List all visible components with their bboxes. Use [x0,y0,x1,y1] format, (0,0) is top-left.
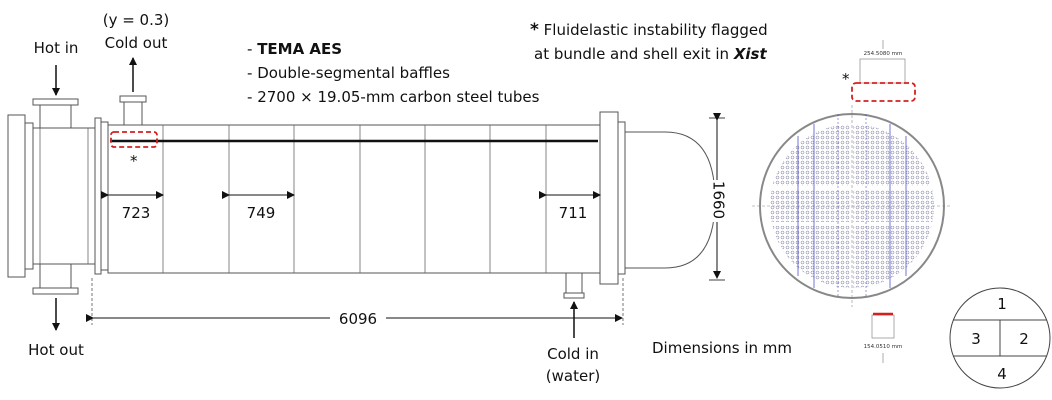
note-star: * [530,20,539,40]
shell-inlet-nozzle [871,314,895,339]
channel-flange [24,122,34,270]
cold-in-label: Cold in [547,345,599,363]
top-nozzle-label: 254.5080 mm [864,51,903,57]
channel-cover-flange [7,114,26,278]
note-line-1: * Fluidelastic instability flagged [530,20,768,40]
bottom-nozzle-label: 154.0510 mm [864,344,903,350]
cold-out-nozzle-flange [119,95,147,103]
flow-arrows [52,57,578,338]
window-label-2: 2 [1019,330,1029,348]
window-label-1: 1 [997,295,1007,313]
outlet-spacing-dim: 711 [559,204,588,222]
shell-outlet-nozzle [859,58,906,84]
instability-highlight-side [110,131,158,148]
note-line-2: at bundle and shell exit in Xist [534,45,767,63]
window-label-4: 4 [997,365,1007,383]
shell-diameter-dimension: 1660 [708,113,728,281]
star-marker-side: * [130,152,138,170]
shell-body [107,124,601,274]
spec-tema-type: TEMA AES [257,40,342,58]
instability-highlight-end [851,82,916,102]
hot-in-nozzle [39,104,72,129]
instability-note: * Fluidelastic instability flagged at bu… [530,20,768,63]
baffle-window-key: 1 2 3 4 [949,287,1051,389]
hot-out-nozzle [39,263,72,289]
pass-partition-lines [797,114,907,298]
cold-in-nozzle-flange [563,292,585,299]
cold-out-label: Cold out [105,34,168,52]
spec-item: - TEMA AES [247,40,342,58]
cold-in-nozzle [565,272,583,294]
channel-body [32,127,96,265]
shell-side-flange [100,121,109,271]
hot-in-label: Hot in [34,39,79,57]
head-flange [617,121,626,275]
cold-out-nozzle [123,101,143,126]
channel-side-flange [94,117,102,275]
hot-out-nozzle-flange [32,287,79,295]
window-label-3: 3 [971,330,981,348]
cold-out-condition: (y = 0.3) [103,11,170,29]
note-software: Xist [733,45,768,63]
side-view: * [7,95,716,299]
dimensions-units-note: Dimensions in mm [652,339,792,357]
baffle-spacing-dimensions: 723 749 711 [101,191,601,222]
cold-in-medium: (water) [546,367,600,385]
spec-list: - TEMA AES - Double-segmental baffles - … [247,40,540,106]
shell-diameter-dim: 1660 [710,181,728,219]
spec-baffles: Double-segmental baffles [257,64,450,82]
floating-head-flange [599,111,619,285]
spec-tubes: 2700 × 19.05-mm carbon steel tubes [257,88,539,106]
tube-length-dimension: 6096 [86,278,624,330]
shell-cover-head [624,131,716,269]
inlet-spacing-dim: 723 [122,204,151,222]
central-spacing-dim: 749 [247,204,276,222]
tube-layout-end-view: 254.5080 mm 154.0510 mm * [752,40,952,363]
spec-item: - 2700 × 19.05-mm carbon steel tubes [247,88,540,106]
hot-out-label: Hot out [28,341,84,359]
hot-in-nozzle-flange [32,98,79,106]
star-marker-end: * [842,70,850,88]
tube-length-dim: 6096 [339,310,377,328]
spec-item: - Double-segmental baffles [247,64,450,82]
baffle-lines [162,125,547,273]
